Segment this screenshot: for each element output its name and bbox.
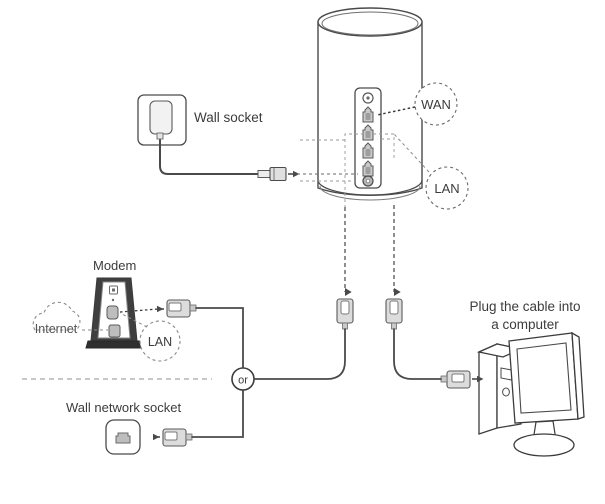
router-top-rim-inner bbox=[321, 11, 419, 36]
rj45-modem-tab bbox=[168, 302, 182, 312]
wall-socket-device[interactable] bbox=[137, 94, 187, 146]
monitor-base bbox=[513, 433, 575, 457]
or-to-router-cable bbox=[253, 328, 346, 380]
rj45-left-tab bbox=[340, 300, 350, 315]
lan-modem-callout: LAN bbox=[119, 312, 181, 362]
power-adapter-neck bbox=[156, 132, 164, 140]
or-label: or bbox=[238, 375, 248, 387]
router-base-arc-2 bbox=[319, 185, 421, 201]
rj45-right-tab bbox=[389, 300, 399, 315]
wan-label: WAN bbox=[421, 97, 451, 112]
router-device[interactable] bbox=[317, 7, 423, 201]
computer-power-button[interactable] bbox=[502, 387, 510, 397]
internet-cloud-callout: Internet bbox=[32, 301, 108, 336]
rj45-connector-router-left bbox=[336, 298, 354, 330]
rj45-connector-modem bbox=[166, 299, 197, 318]
router-lan-port-3[interactable] bbox=[362, 160, 374, 177]
power-adapter-body bbox=[149, 100, 173, 135]
modem-device[interactable] bbox=[85, 277, 143, 349]
wall-socket-cable bbox=[191, 389, 244, 438]
modem-lan-dotted-link bbox=[119, 308, 159, 313]
wall-network-socket-device[interactable] bbox=[105, 419, 141, 455]
wall-network-socket-label: Wall network socket bbox=[66, 400, 181, 415]
router-top-round-port-center bbox=[366, 96, 370, 100]
rj45-wallsocket-tab bbox=[164, 431, 178, 441]
router-lan-port-1[interactable] bbox=[362, 124, 374, 141]
rj45-jack-icon bbox=[115, 432, 131, 444]
wan-leader-line bbox=[376, 106, 416, 116]
monitor-screen bbox=[516, 342, 572, 414]
or-junction: or bbox=[231, 367, 255, 391]
rj45-connector-computer bbox=[440, 370, 471, 389]
computer-tower-side bbox=[478, 342, 498, 435]
barrel-connector-shank bbox=[257, 170, 271, 178]
router-base-arc-1 bbox=[317, 179, 423, 196]
lan-router-callout: LAN bbox=[393, 133, 469, 210]
barrel-connector-body bbox=[269, 166, 287, 182]
lan-router-callout-circle bbox=[425, 166, 469, 210]
modem-base bbox=[85, 340, 143, 349]
rj45-computer-tab bbox=[451, 373, 465, 383]
lan-router-leader-line bbox=[393, 133, 430, 173]
modem-indicator-dot bbox=[112, 288, 115, 292]
lan-ports-bracket-left bbox=[344, 133, 395, 207]
modem-internet-port[interactable] bbox=[108, 324, 121, 338]
modem-led-dot bbox=[111, 298, 115, 302]
wall-socket-label: Wall socket bbox=[194, 110, 263, 125]
router-lan-port-2[interactable] bbox=[362, 142, 374, 159]
internet-cloud-shape bbox=[32, 301, 81, 331]
lan-modem-leader-line bbox=[119, 312, 148, 328]
modem-cable bbox=[195, 307, 244, 369]
modem-label: Modem bbox=[93, 258, 136, 273]
computer-instruction-line2: a computer bbox=[491, 317, 559, 332]
router-wan-port[interactable] bbox=[362, 106, 374, 123]
modem-lan-port[interactable] bbox=[106, 305, 119, 320]
lan-modem-label: LAN bbox=[148, 335, 172, 349]
computer-instruction-line1: Plug the cable into bbox=[469, 299, 580, 314]
rj45-connector-router-right bbox=[385, 298, 403, 330]
lan-router-label: LAN bbox=[434, 181, 459, 196]
wan-callout-circle bbox=[414, 82, 458, 126]
rj45-connector-wallsocket bbox=[162, 428, 193, 447]
computer-device[interactable] bbox=[476, 331, 585, 457]
power-cable bbox=[159, 139, 259, 175]
wan-callout: WAN bbox=[376, 82, 458, 126]
computer-to-router-cable bbox=[393, 328, 442, 380]
router-power-port-center bbox=[365, 178, 371, 184]
monitor-side bbox=[571, 331, 585, 420]
power-barrel-connector bbox=[257, 166, 287, 182]
lan-modem-callout-circle bbox=[139, 320, 181, 362]
internet-label: Internet bbox=[35, 322, 78, 336]
